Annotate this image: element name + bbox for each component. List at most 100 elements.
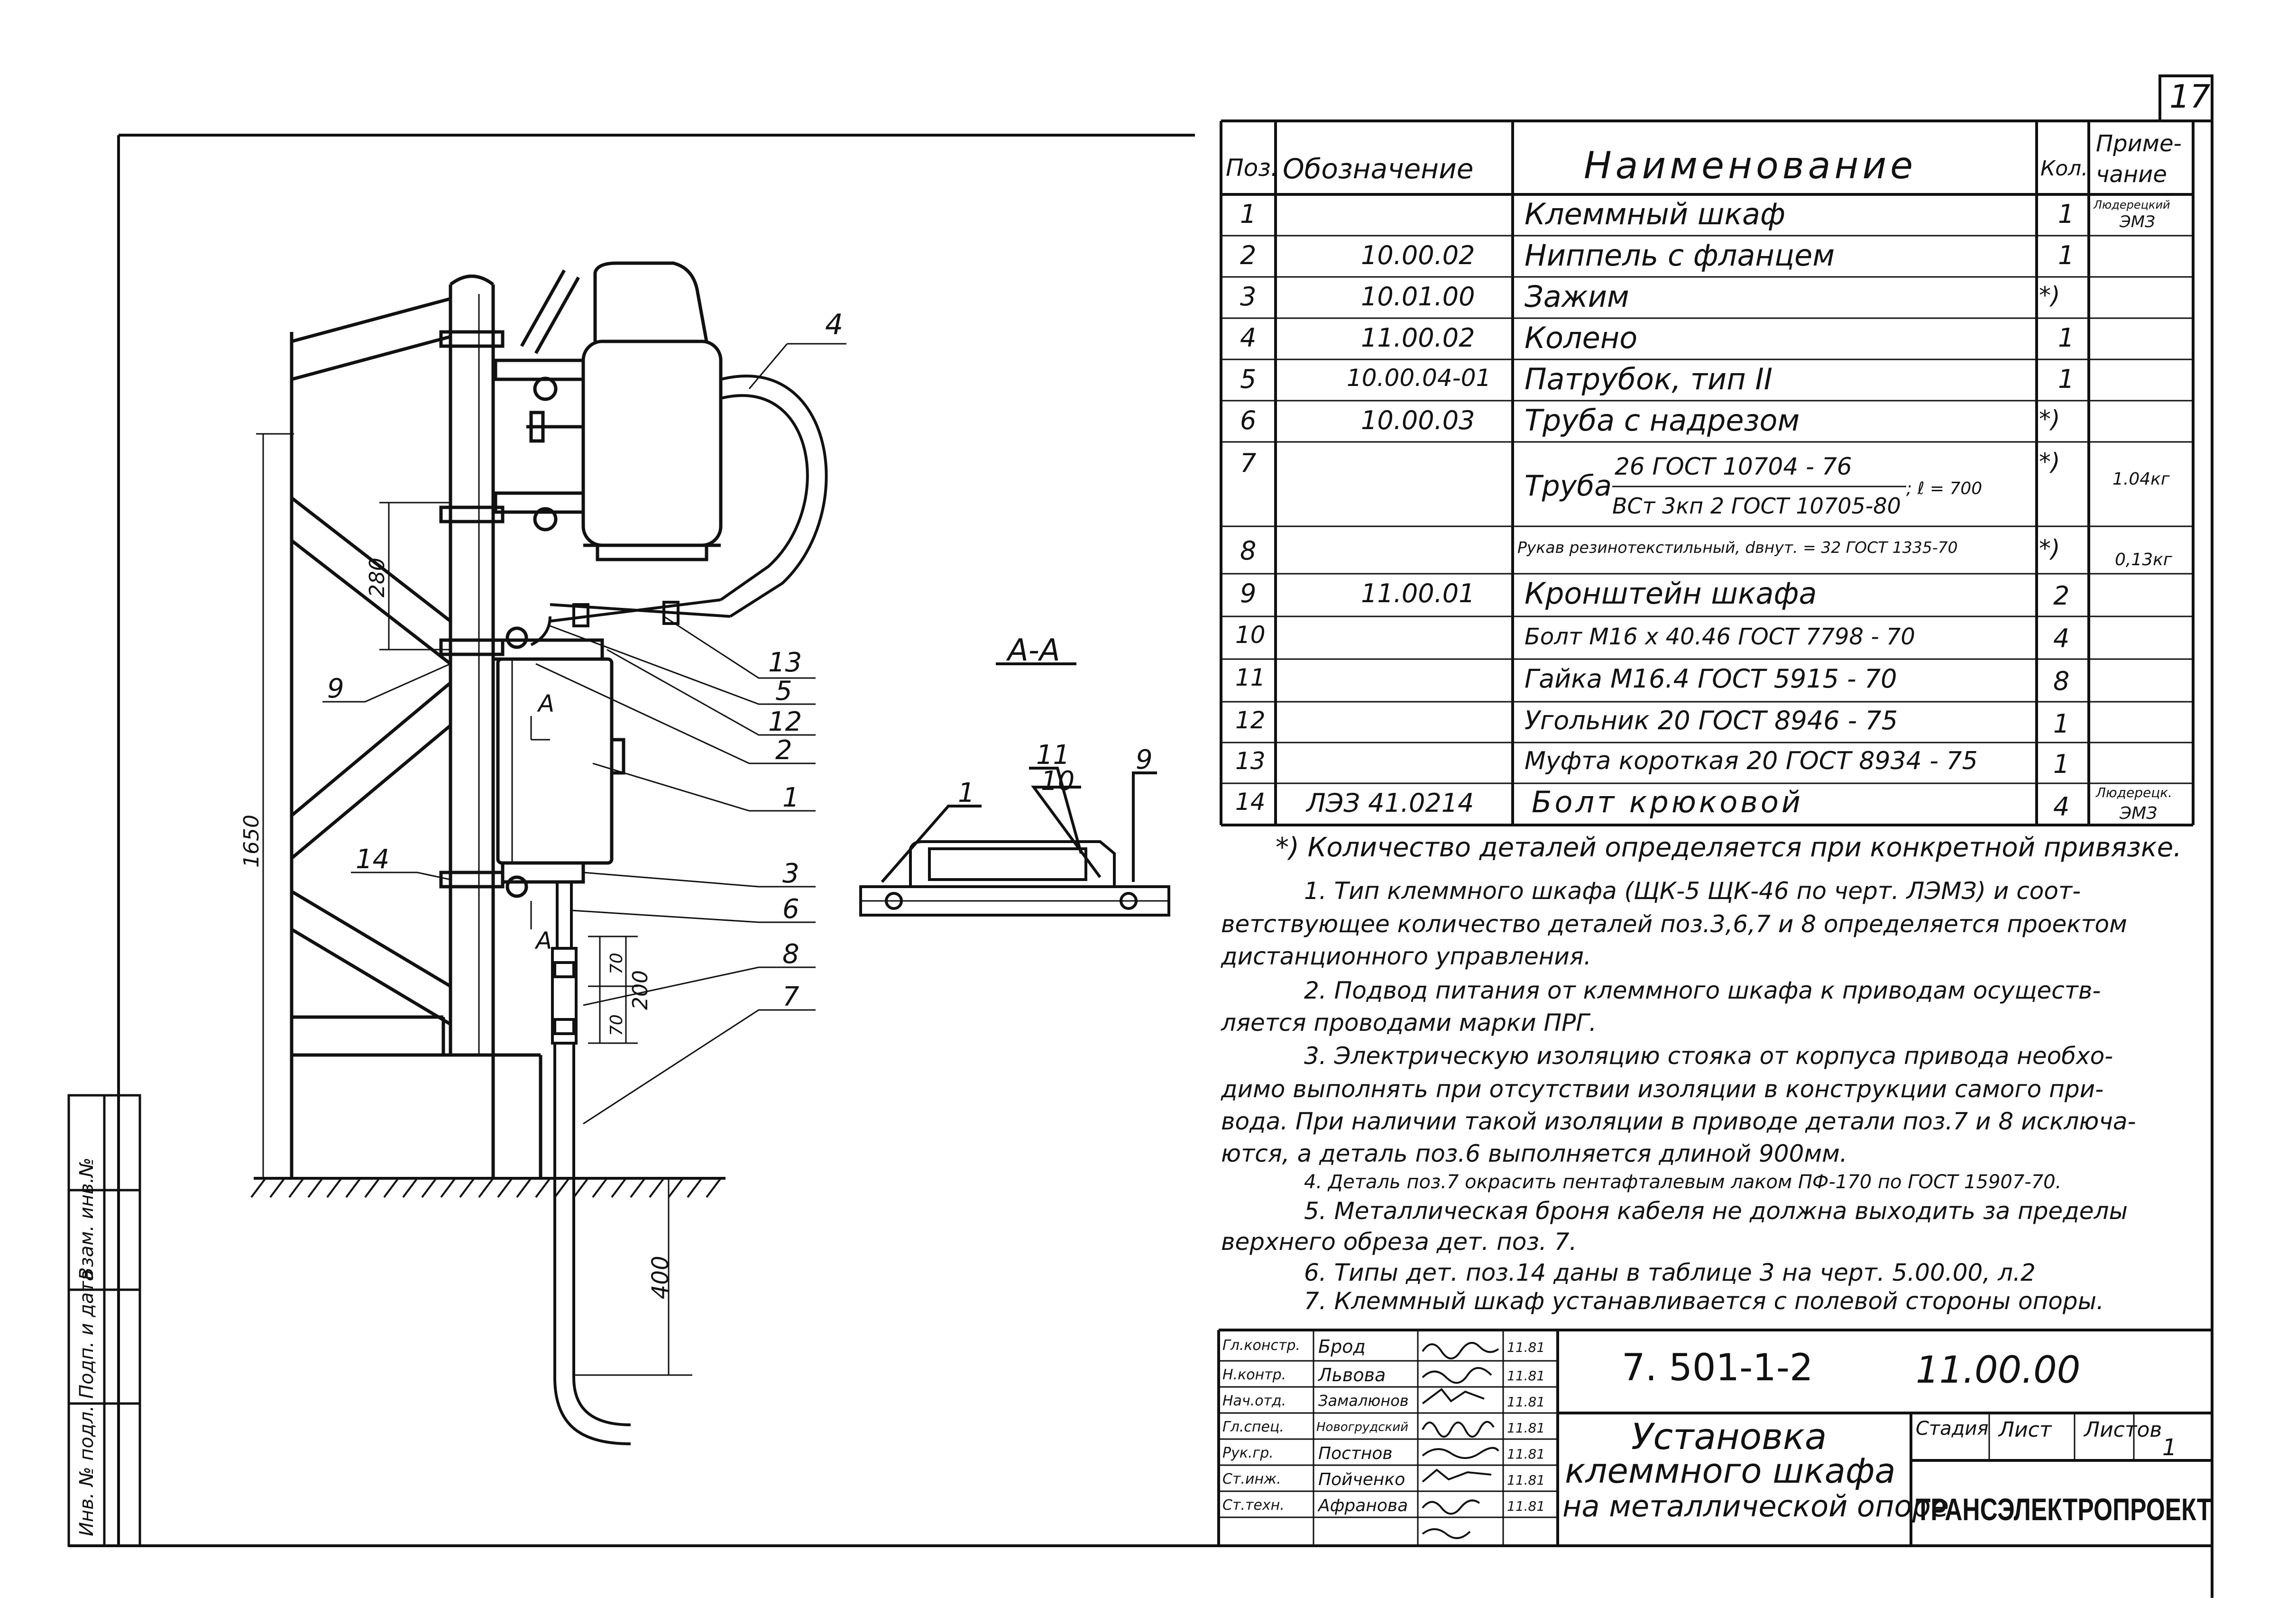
note-line-7: димо выполнять при отсутствии изоляции в… bbox=[1221, 1075, 2104, 1103]
row-13-name: Муфта короткая 20 ГОСТ 8934 - 75 bbox=[1525, 747, 1978, 775]
row-6-qty: *) bbox=[2039, 405, 2060, 433]
row-13-pos: 13 bbox=[1235, 747, 1266, 775]
sheets-label: Листов bbox=[2084, 1418, 2162, 1442]
row-6-name: Труба с надрезом bbox=[1525, 403, 1800, 438]
row-9-designation: 11.00.01 bbox=[1361, 578, 1475, 608]
row-14-pos: 14 bbox=[1235, 788, 1266, 816]
row-1-qty: 1 bbox=[2058, 199, 2075, 229]
sig-date-6: 11.81 bbox=[1507, 1472, 1545, 1488]
sig-name-2: Львова bbox=[1318, 1365, 1386, 1385]
row-5-name: Патрубок, тип II bbox=[1525, 362, 1773, 396]
drive-unit bbox=[439, 261, 723, 561]
row-3-qty: *) bbox=[2039, 282, 2060, 309]
sig-name-7: Афранова bbox=[1318, 1496, 1408, 1515]
title-line-3: на металлической опоре bbox=[1562, 1489, 1949, 1523]
header-qty: Кол. bbox=[2040, 156, 2088, 181]
note-line-4: 2. Подвод питания от клеммного шкафа к п… bbox=[1304, 977, 2101, 1004]
organization-name: ТРАНСЭЛЕКТРОПРОЕКТ bbox=[1916, 1492, 2212, 1527]
sig-date-7: 11.81 bbox=[1507, 1498, 1545, 1514]
section-mark-upper: А bbox=[538, 690, 555, 717]
sig-role-3: Нач.отд. bbox=[1222, 1393, 1286, 1409]
footnote: *) Количество деталей определяется при к… bbox=[1276, 832, 2182, 863]
dimension-lines bbox=[256, 433, 692, 1376]
header-pos: Поз. bbox=[1226, 154, 1278, 182]
row-9-name: Кронштейн шкафа bbox=[1525, 576, 1817, 611]
note-line-12: верхнего обреза дет. поз. 7. bbox=[1221, 1228, 1577, 1256]
row-14-name: Болт крюковой bbox=[1532, 785, 1804, 819]
row-8-qty: *) bbox=[2039, 535, 2060, 562]
sig-name-4: Новогрудский bbox=[1316, 1420, 1409, 1434]
row-11-name: Гайка М16.4 ГОСТ 5915 - 70 bbox=[1525, 664, 1897, 694]
sig-name-6: Пойченко bbox=[1318, 1470, 1405, 1489]
row-2-qty: 1 bbox=[2058, 240, 2075, 270]
row-3-name: Зажим bbox=[1525, 279, 1629, 314]
callout-1: 1 bbox=[782, 782, 799, 813]
row-6-pos: 6 bbox=[1240, 405, 1257, 435]
row-4-qty: 1 bbox=[2058, 323, 2075, 353]
header-name: Наименование bbox=[1584, 145, 1917, 187]
dim-70-upper: 70 bbox=[607, 953, 626, 974]
title-line-2: клеммного шкафа bbox=[1565, 1451, 1896, 1491]
row-4-designation: 11.00.02 bbox=[1361, 323, 1475, 353]
callout-8: 8 bbox=[782, 939, 799, 970]
callout-13: 13 bbox=[768, 647, 802, 678]
row-4-name: Колено bbox=[1525, 321, 1638, 355]
row-7-qty: *) bbox=[2039, 448, 2060, 476]
row-1-pos: 1 bbox=[1240, 199, 1257, 229]
drawing-number: 11.00.00 bbox=[1916, 1349, 2081, 1392]
terminal-cabinet bbox=[439, 626, 625, 898]
sig-role-1: Гл.констр. bbox=[1222, 1337, 1301, 1354]
section-callout-9: 9 bbox=[1136, 744, 1153, 775]
callout-14: 14 bbox=[356, 844, 390, 875]
row-11-pos: 11 bbox=[1235, 664, 1266, 691]
side-stamp-replace: Взам. инв.№ bbox=[76, 1157, 98, 1280]
sheets-value: 1 bbox=[2162, 1434, 2177, 1461]
sheet-number-box bbox=[2158, 74, 2213, 122]
leader-lines bbox=[322, 343, 846, 1125]
note-line-9: ются, а деталь поз.6 выполняется длиной … bbox=[1221, 1140, 1847, 1167]
row-7-pos: 7 bbox=[1240, 448, 1257, 478]
section-a-a bbox=[859, 662, 1170, 917]
row-8-pos: 8 bbox=[1240, 536, 1257, 566]
sig-role-2: Н.контр. bbox=[1222, 1367, 1286, 1383]
row-1-note-l1: Людерецкий bbox=[2094, 198, 2170, 211]
sig-name-3: Замалюнов bbox=[1318, 1392, 1409, 1410]
note-line-8: вода. При наличии такой изоляции в приво… bbox=[1221, 1108, 2136, 1135]
dim-1650: 1650 bbox=[239, 815, 264, 868]
note-line-11: 5. Металлическая броня кабеля не должна … bbox=[1304, 1197, 2128, 1225]
sig-date-4: 11.81 bbox=[1507, 1420, 1545, 1436]
row-9-qty: 2 bbox=[2053, 581, 2070, 611]
row-12-qty: 1 bbox=[2053, 709, 2070, 739]
stage-label: Стадия bbox=[1916, 1418, 1989, 1440]
sig-date-5: 11.81 bbox=[1507, 1446, 1545, 1462]
dim-70-lower: 70 bbox=[607, 1014, 626, 1036]
lower-pipe bbox=[551, 882, 631, 1445]
callout-4: 4 bbox=[825, 308, 844, 341]
row-12-name: Угольник 20 ГОСТ 8946 - 75 bbox=[1525, 706, 1898, 735]
ground-hatch bbox=[250, 1177, 722, 1198]
section-callout-10: 10 bbox=[1041, 766, 1075, 797]
row-11-qty: 8 bbox=[2053, 666, 2070, 696]
row-1-name: Клеммный шкаф bbox=[1525, 197, 1786, 231]
side-stamp-inv: Инв. № подл. bbox=[76, 1405, 98, 1536]
row-6-designation: 10.00.03 bbox=[1361, 405, 1475, 435]
side-stamp-box bbox=[67, 1094, 141, 1547]
note-line-3: дистанционного управления. bbox=[1221, 943, 1591, 970]
sig-name-5: Постнов bbox=[1318, 1444, 1393, 1463]
row-9-pos: 9 bbox=[1240, 578, 1257, 608]
row-4-pos: 4 bbox=[1240, 323, 1257, 353]
sig-name-1: Брод bbox=[1318, 1336, 1366, 1357]
section-title: А-А bbox=[1008, 633, 1060, 668]
spec-table-row-lines bbox=[1221, 235, 2193, 784]
row-14-note-l1: Людерецк. bbox=[2096, 785, 2173, 800]
sig-role-7: Ст.техн. bbox=[1222, 1497, 1285, 1514]
row-14-qty: 4 bbox=[2053, 792, 2070, 822]
callout-6: 6 bbox=[782, 894, 799, 925]
row-10-name: Болт М16 х 40.46 ГОСТ 7798 - 70 bbox=[1525, 624, 1915, 650]
dim-400: 400 bbox=[647, 1256, 674, 1299]
title-block-grid bbox=[1217, 1329, 2212, 1546]
row-2-pos: 2 bbox=[1240, 240, 1257, 270]
callout-9: 9 bbox=[327, 673, 344, 704]
